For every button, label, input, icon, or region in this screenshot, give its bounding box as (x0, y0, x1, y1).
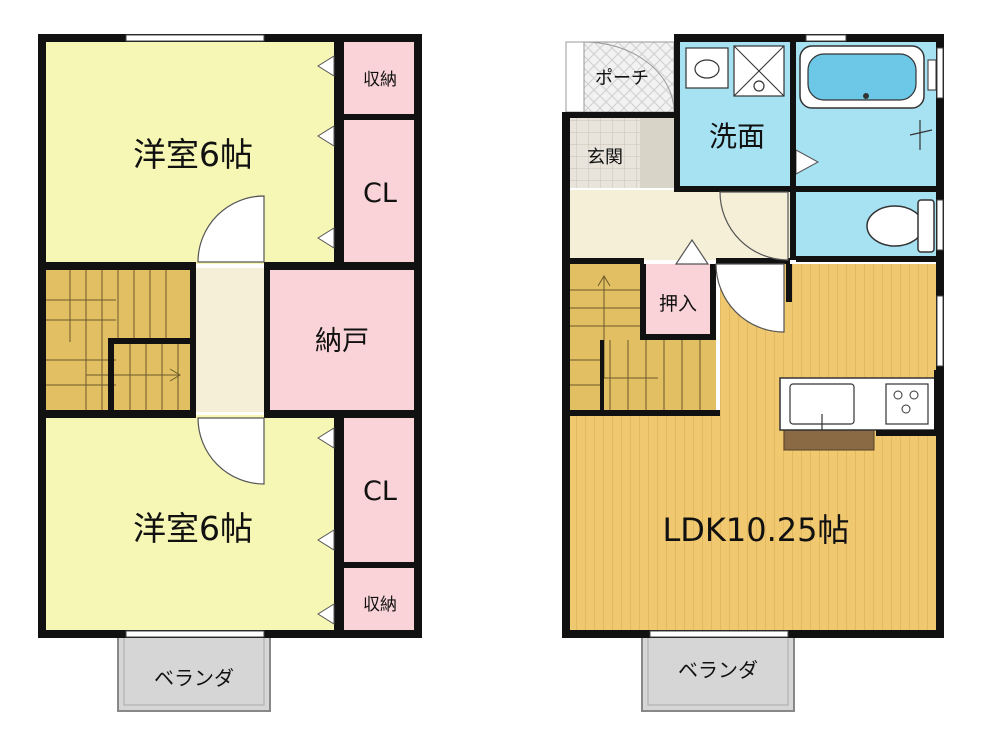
closet-bottom-label: CL (363, 476, 397, 507)
upper-hall (196, 268, 268, 412)
lower-floor-plan: ポーチ 玄関 洗面 押入 LDK10.25帖 ベランダ (562, 34, 944, 712)
upper-veranda-label: ベランダ (154, 666, 234, 690)
storage-top (344, 42, 414, 114)
western-room-top-label: 洋室6帖 (133, 135, 253, 174)
storage-top-label: 収納 (363, 70, 397, 90)
ldk-label: LDK10.25帖 (662, 511, 849, 549)
western-room-bottom (46, 415, 334, 630)
wash-basin-icon (685, 45, 785, 97)
closet-top (344, 120, 414, 264)
upper-veranda (117, 632, 271, 712)
entrance-floor (570, 116, 640, 188)
lower-stairs (570, 264, 716, 412)
lower-veranda-label: ベランダ (678, 658, 758, 682)
entrance-label: 玄関 (587, 147, 623, 168)
storage-bottom (344, 568, 414, 630)
closet-top-label: CL (363, 178, 397, 209)
nando-label: 納戸 (315, 326, 369, 357)
oshiire (644, 264, 716, 336)
nando-room (270, 268, 414, 412)
oshiire-label: 押入 (659, 293, 697, 315)
closet-bottom (344, 418, 414, 562)
western-room-bottom-label: 洋室6帖 (133, 509, 253, 548)
storage-bottom-label: 収納 (363, 595, 397, 615)
toilet-icon (866, 199, 935, 253)
western-room-top (46, 42, 334, 264)
porch-label: ポーチ (595, 68, 649, 89)
washroom-label: 洗面 (709, 120, 765, 153)
bathtub-icon (799, 45, 937, 150)
upper-floor-plan: 洋室6帖 洋室6帖 収納 収納 CL CL 納戸 ベランダ (38, 34, 422, 712)
kitchen-counter (779, 377, 937, 451)
ldk-room (570, 414, 940, 630)
